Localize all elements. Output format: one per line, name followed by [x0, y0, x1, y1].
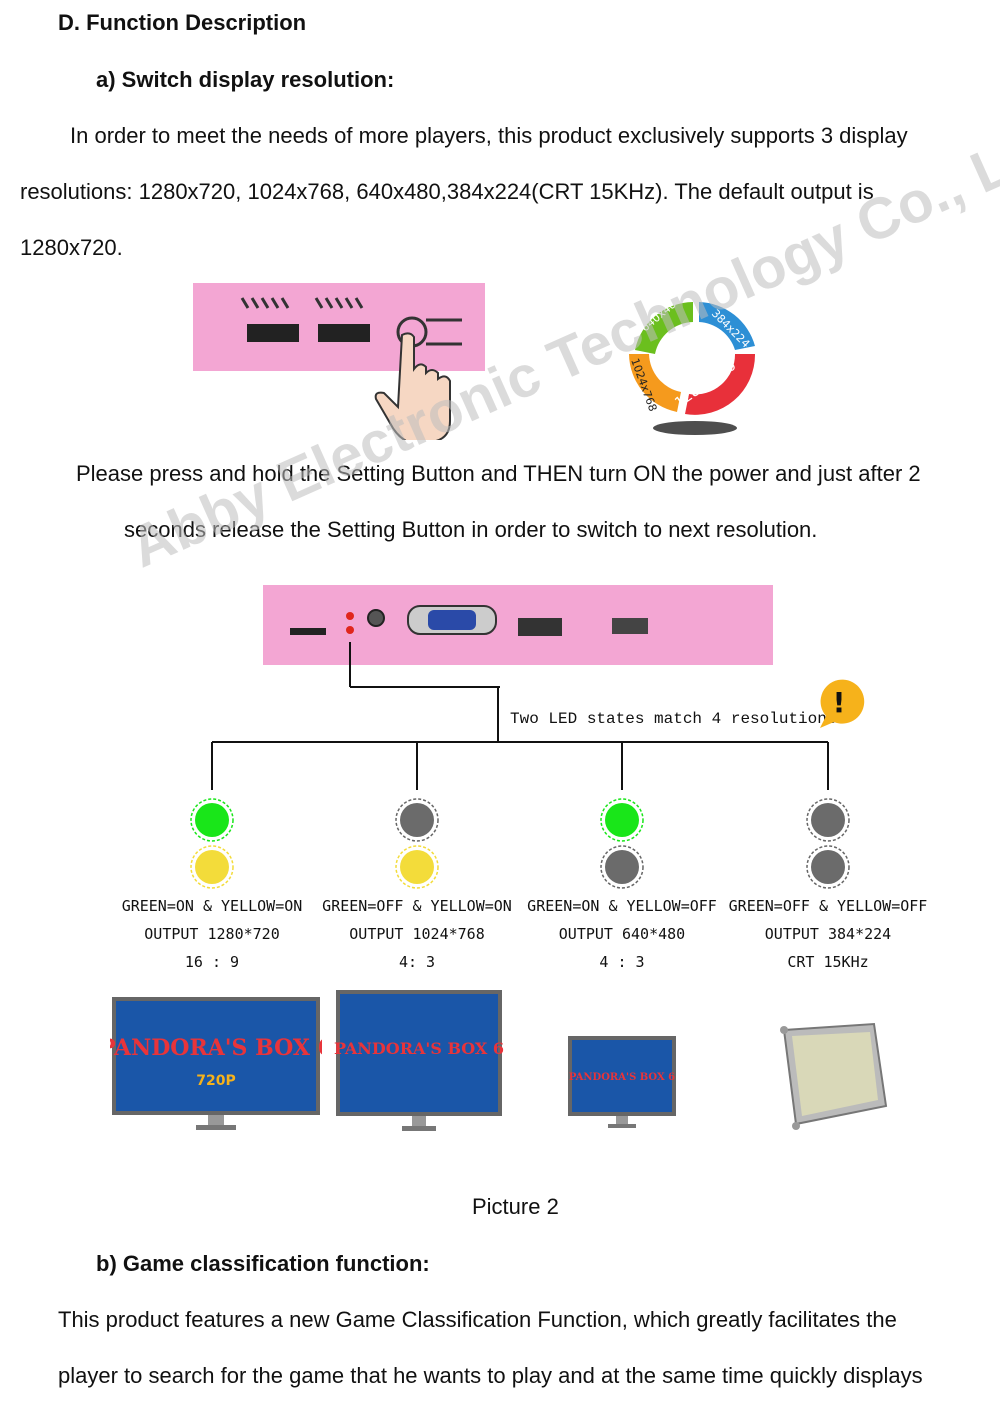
exclamation-icon: ! — [820, 679, 865, 728]
subheading-b: b) Game classification function: — [96, 1251, 430, 1276]
screen-logo: PANDORA'S BOX 6 — [334, 1039, 504, 1058]
screen-logo: PANDORA'S BOX 6 — [569, 1072, 675, 1083]
led-mode-state: GREEN=ON & YELLOW=ON — [121, 897, 303, 915]
green-led-indicator — [346, 612, 354, 620]
audio-jack — [367, 609, 385, 627]
pointing-hand-icon — [374, 332, 451, 440]
resolution-cycle-icon: 640x480 384x224 1280x720 1024x768 — [628, 293, 756, 435]
crt-tube-icon — [780, 1022, 888, 1130]
section-heading: D. Function Description — [58, 10, 307, 35]
device-button-illustration — [193, 283, 485, 440]
yellow-led — [400, 850, 434, 884]
monitor-1280x720: PANDORA'S BOX 6 720P — [110, 997, 322, 1130]
svg-text:!: ! — [833, 686, 846, 719]
intro-line-2: resolutions: 1280x720, 1024x768, 640x480… — [20, 179, 874, 204]
device-back-panel — [263, 585, 773, 688]
monitor-1024x768: PANDORA'S BOX 6 — [334, 990, 504, 1131]
screen-tag: 720P — [196, 1073, 235, 1089]
screen-logo: PANDORA'S BOX 6 — [110, 1035, 322, 1061]
led-mode-output: OUTPUT 1280*720 — [144, 925, 280, 943]
led-mode-state: GREEN=OFF & YELLOW=ON — [322, 897, 512, 915]
led-pair — [190, 798, 234, 889]
led-mode-state: GREEN=OFF & YELLOW=OFF — [728, 897, 928, 915]
usb-port — [612, 618, 648, 634]
green-led — [400, 803, 434, 837]
yellow-led — [195, 850, 229, 884]
led-mode-ratio: 16 : 9 — [184, 953, 240, 971]
led-mode-state: GREEN=ON & YELLOW=OFF — [527, 897, 717, 915]
yellow-led-indicator — [346, 626, 354, 634]
green-led — [811, 803, 845, 837]
outro-line-2: player to search for the game that he wa… — [58, 1363, 923, 1388]
power-port — [290, 628, 326, 635]
intro-line-1: In order to meet the needs of more playe… — [70, 123, 908, 148]
led-pair — [600, 798, 644, 889]
led-mode-ratio: 4: 3 — [398, 953, 436, 971]
hdmi-port — [518, 618, 562, 636]
led-mode-ratio: 4 : 3 — [599, 953, 645, 971]
yellow-led — [605, 850, 639, 884]
subheading-a: a) Switch display resolution: — [96, 67, 395, 92]
instruction-line-1: Please press and hold the Setting Button… — [76, 461, 921, 486]
led-mode-ratio: CRT 15KHz — [787, 953, 869, 971]
green-led — [195, 803, 229, 837]
monitor-640x480: PANDORA'S BOX 6 — [568, 1036, 676, 1128]
usb-port-1 — [247, 324, 299, 342]
intro-line-3: 1280x720. — [20, 235, 123, 260]
led-note: Two LED states match 4 resolutions. — [510, 710, 847, 728]
led-connector-lines — [211, 686, 829, 790]
led-mode-output: OUTPUT 1024*768 — [349, 925, 485, 943]
led-pair — [395, 798, 439, 889]
yellow-led — [811, 850, 845, 884]
instruction-line-2: seconds release the Setting Button in or… — [124, 517, 818, 542]
led-mode-output: OUTPUT 640*480 — [558, 925, 686, 943]
green-led — [605, 803, 639, 837]
led-mode-output: OUTPUT 384*224 — [764, 925, 892, 943]
usb-port-2 — [318, 324, 370, 342]
led-pair — [806, 798, 850, 889]
picture-caption: Picture 2 — [472, 1194, 559, 1219]
outro-line-1: This product features a new Game Classif… — [58, 1307, 897, 1332]
